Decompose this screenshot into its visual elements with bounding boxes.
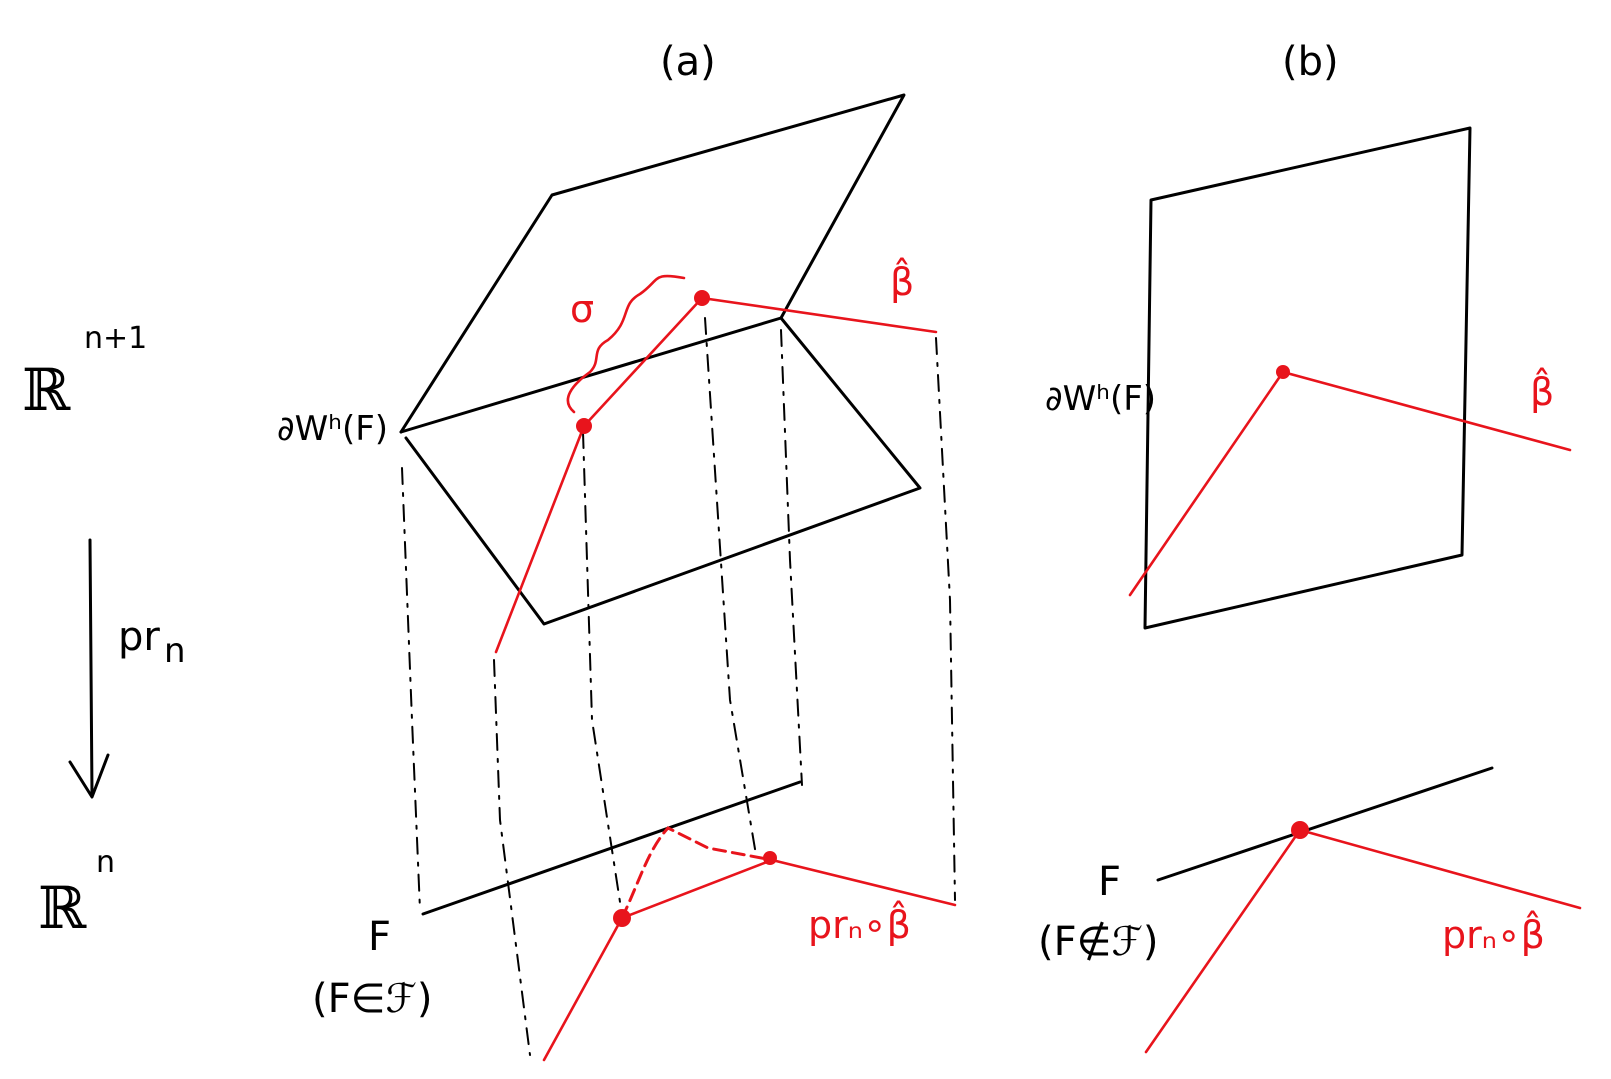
beta-hat-path-a [494,274,938,654]
sigma-brace [566,274,686,414]
projected-sigma-dashed [620,826,774,920]
projection-guides-a [401,317,956,1056]
space-label-lower: ℝ [38,874,87,942]
face-condition-b: (F∉ℱ) [1038,919,1159,965]
beta-hat-vertex-b [1276,365,1290,379]
projected-path-a [542,826,957,1062]
beta-hat-path-b [1128,365,1572,597]
guide-line [935,337,956,901]
guide-line [780,329,803,786]
wall-plane-b [1143,126,1472,630]
space-label-upper: ℝ [22,356,71,424]
panel-a-title: (a) [660,39,716,85]
face-label-b: F [1098,859,1121,905]
projected-beta-curve-a [542,858,957,1062]
panel-b-title: (b) [1282,39,1339,85]
space-labels: ℝ n+1 ℝ n [22,321,147,942]
projected-vertex-b [1291,821,1309,839]
beta-hat-vertex-lower [576,418,592,434]
projection-arrow-shaft [88,538,94,797]
projection-arrow: pr n [68,538,186,799]
sigma-label: σ [570,287,594,331]
wall-label-a: ∂Wʰ(F) [277,409,388,449]
face-condition-a: (F∈ℱ) [312,976,433,1022]
projected-beta-label-a: prₙ∘β̂ [808,901,911,947]
projected-vertex-upper [763,851,777,865]
projection-map-subscript: n [164,631,186,671]
wall-upper-sheet [399,93,906,434]
beta-hat-label-a: β̂ [890,258,914,304]
projection-map-label: pr [118,614,160,660]
wall-label-b: ∂Wʰ(F) [1045,379,1156,419]
guide-line [582,431,623,916]
guide-line [401,467,421,911]
space-label-lower-exponent: n [96,845,115,880]
projection-arrow-head [68,753,110,799]
beta-hat-curve-a [494,296,938,654]
face-label-a: F [368,914,391,960]
face-f-line-b [1156,766,1494,882]
beta-hat-label-b: β̂ [1530,368,1554,414]
guide-line [493,659,531,1056]
beta-hat-vertex-upper [694,290,710,306]
projected-beta-label-b: prₙ∘β̂ [1442,911,1545,957]
wall-lower-sheet [404,316,922,626]
panel-a-wall [399,93,922,626]
projected-vertex-lower [613,909,631,927]
guide-line [704,317,757,856]
projected-path-b [1144,821,1582,1054]
face-f-line-a [421,780,802,916]
beta-hat-curve-b [1128,370,1572,597]
wall-crease [399,316,783,434]
space-label-upper-exponent: n+1 [84,321,147,356]
